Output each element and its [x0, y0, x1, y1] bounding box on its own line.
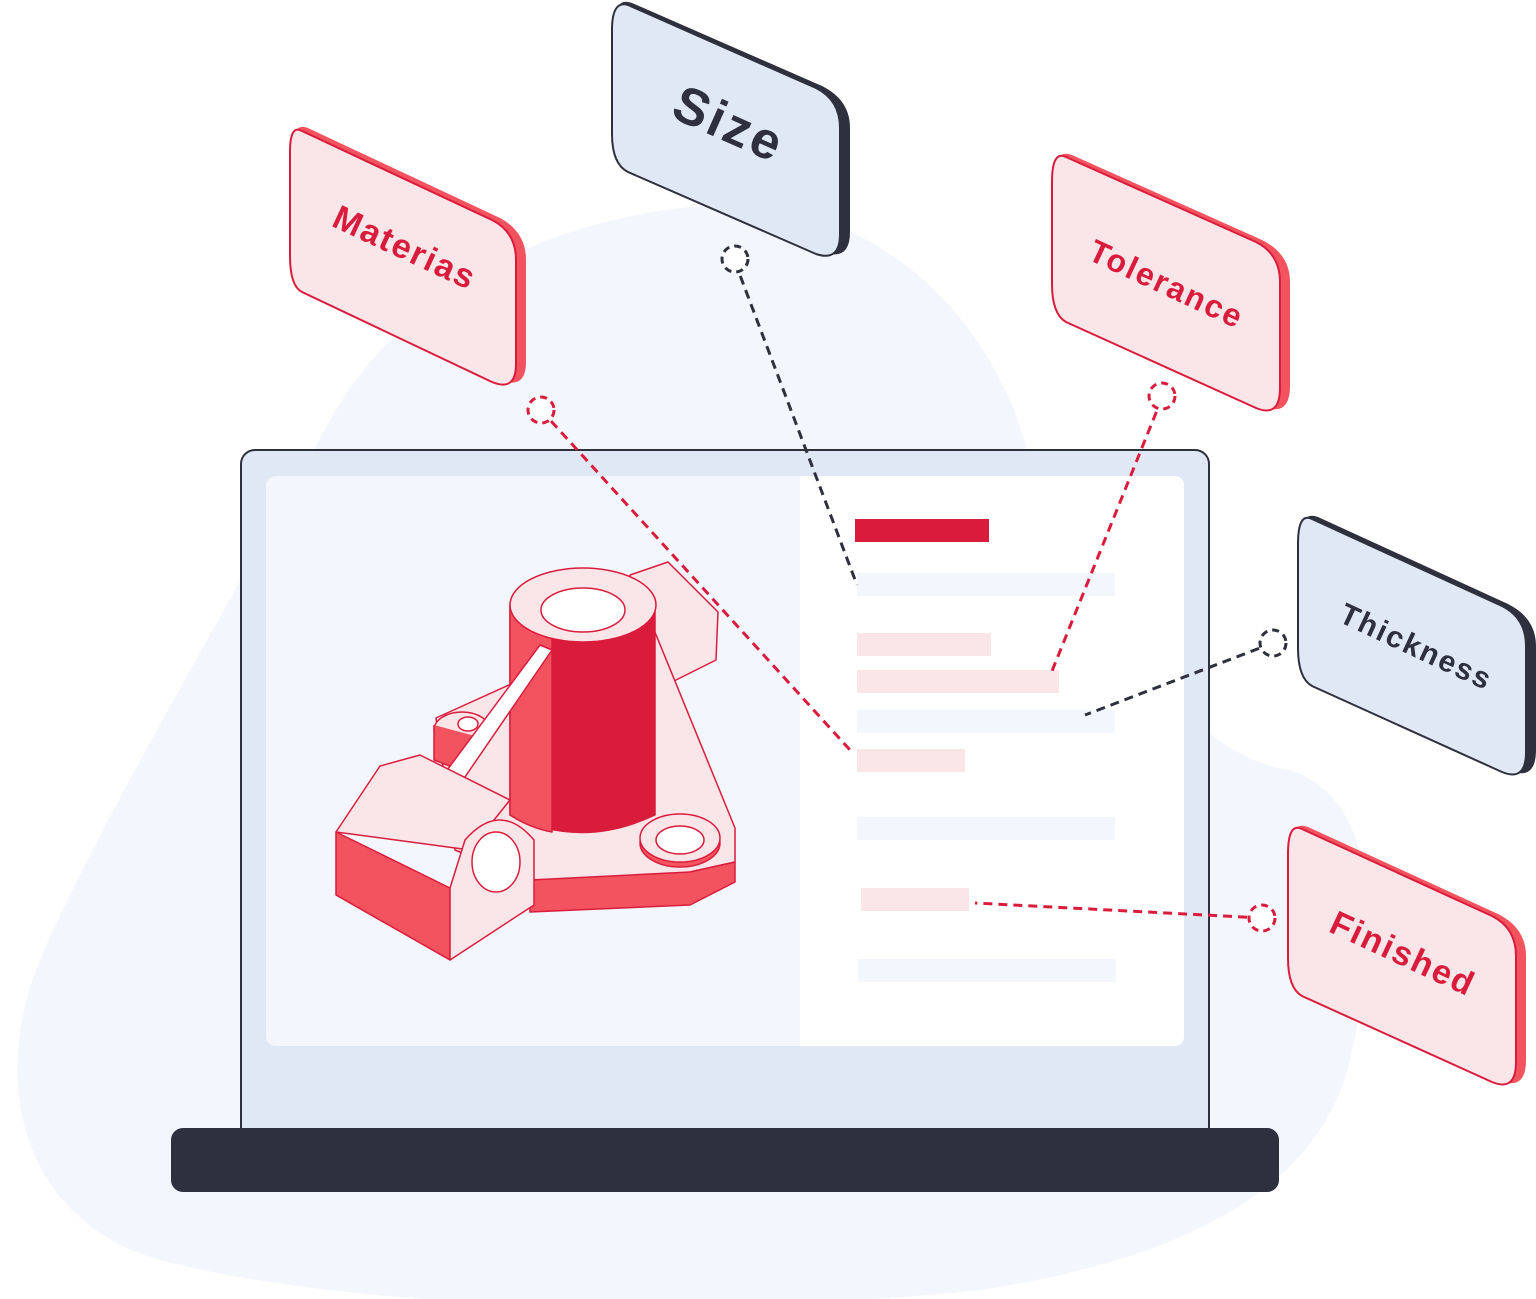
- connector-materias: [539, 408, 852, 752]
- spec-row-b: [857, 817, 1115, 840]
- spec-title-bar: [855, 519, 989, 542]
- anchor-materias: [526, 395, 556, 425]
- laptop-base: [171, 1128, 1279, 1192]
- tag-thickness: Thickness: [1297, 515, 1536, 776]
- connectors: [539, 261, 1274, 920]
- spec-row-tolerance: [857, 670, 1059, 693]
- tag-tolerance: Tolerance: [1051, 153, 1290, 412]
- spec-row-materias: [857, 749, 965, 772]
- spec-row-size: [857, 573, 1115, 596]
- tag-size: Size: [611, 1, 850, 257]
- connector-tolerance: [1048, 397, 1164, 677]
- anchor-tolerance: [1147, 381, 1177, 411]
- tag-materias: Materias: [289, 126, 526, 386]
- machined-part-icon: [335, 561, 736, 961]
- spec-rows: [855, 519, 1116, 982]
- spec-row-a: [857, 633, 991, 656]
- anchor-thickness: [1258, 628, 1288, 658]
- connector-finished: [974, 901, 1263, 920]
- connector-anchors: [526, 244, 1288, 933]
- anchor-size: [720, 244, 750, 274]
- tag-finished: Finished: [1287, 825, 1526, 1086]
- spec-row-c: [858, 959, 1116, 982]
- spec-row-thickness: [857, 710, 1115, 733]
- connector-size: [733, 261, 859, 586]
- anchor-finished: [1247, 903, 1277, 933]
- spec-row-finished: [861, 888, 969, 911]
- connector-thickness: [1084, 641, 1274, 717]
